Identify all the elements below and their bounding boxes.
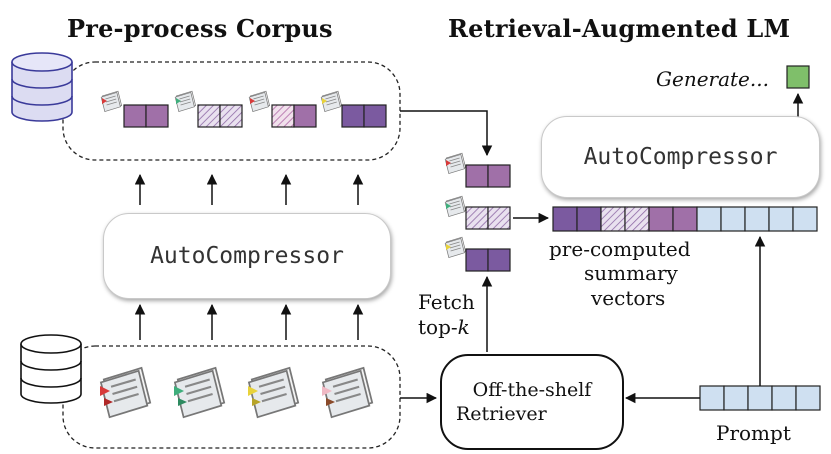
heading-preprocess: Pre-process Corpus: [67, 14, 333, 43]
autocompressor-left: AutoCompressor: [103, 213, 391, 299]
precomputed-label-line2: summary: [584, 261, 678, 285]
summary-entry: [320, 90, 387, 128]
summary-entry: [100, 90, 169, 128]
retriever-label-line1: Off-the-shelf: [472, 379, 592, 401]
fetched-entry: [444, 152, 511, 188]
fetch-label-var: k: [457, 315, 470, 339]
document-icon: [173, 366, 226, 419]
raw-corpus-container: [62, 345, 401, 449]
summary-vector: [219, 104, 243, 128]
fetched-entry: [444, 195, 511, 230]
document-icon: [247, 366, 300, 419]
precomputed-label-line1: pre-computed: [549, 237, 691, 261]
summary-vector: [123, 104, 147, 128]
generate-label: Generate...: [656, 67, 769, 91]
fetched-entry: [444, 236, 511, 272]
summary-vector: [363, 104, 387, 128]
fetch-label-line2: top-k: [418, 316, 470, 338]
summary-vector: [145, 104, 169, 128]
fetch-label-prefix: top-: [418, 315, 458, 339]
database-icon: [11, 52, 73, 122]
up-arrows-top: [134, 173, 364, 205]
summary-vector: [271, 104, 295, 128]
document-icon: [321, 366, 374, 419]
autocompressor-right: AutoCompressor: [541, 116, 820, 198]
up-arrows-bottom: [134, 303, 364, 340]
retriever-label-line2: Retriever: [456, 403, 547, 425]
fetch-connector: [400, 110, 493, 157]
generated-token: [786, 65, 810, 89]
fetch-label-line1: Fetch: [418, 290, 475, 314]
database-icon: [20, 334, 82, 404]
precomputed-label-line3: vectors: [591, 286, 666, 310]
summary-vector: [293, 104, 317, 128]
summary-entry: [248, 90, 317, 128]
summary-vector: [197, 104, 221, 128]
prompt-label: Prompt: [716, 421, 791, 445]
prompt-tokens: [699, 385, 821, 411]
retriever-node: Off-the-shelf Retriever: [440, 354, 624, 450]
document-icon: [99, 366, 152, 419]
summary-entry: [174, 90, 243, 128]
summary-vector-row: [552, 206, 818, 232]
heading-retrieval-lm: Retrieval-Augmented LM: [448, 14, 791, 43]
summary-corpus-container: [62, 61, 401, 161]
summary-vector: [341, 104, 365, 128]
